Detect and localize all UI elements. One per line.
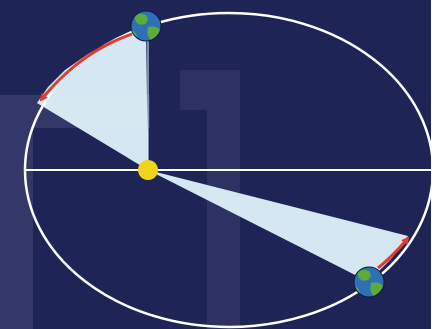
sun-icon (138, 160, 158, 180)
earth-icon (131, 11, 161, 41)
earth-icon (354, 267, 384, 297)
